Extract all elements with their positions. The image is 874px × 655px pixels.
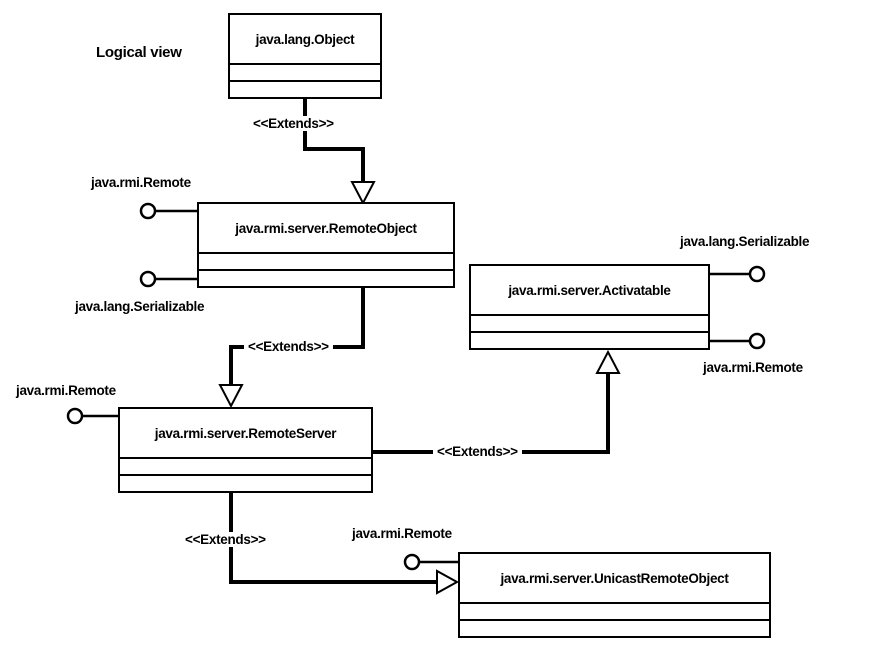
class-name-object: java.lang.Object	[255, 31, 355, 47]
interface-lollipop-remote-activatable-icon	[748, 332, 766, 350]
interface-label-remote: java.rmi.Remote	[352, 526, 452, 541]
extends-connector-remoteobject-to-remoteserver	[229, 286, 365, 386]
interface-lollipop-remote-remoteobject-icon	[139, 202, 157, 220]
class-operations-compartment	[230, 80, 380, 97]
extends-connector-remoteserver-to-unicast	[229, 491, 438, 584]
class-operations-compartment	[199, 269, 453, 286]
interface-label-remote: java.rmi.Remote	[703, 360, 803, 375]
interface-lollipop-serializable-remoteobject-icon	[139, 270, 157, 288]
extends-stereotype-label: <<Extends>>	[433, 444, 522, 459]
inheritance-arrowhead-unicast-icon	[436, 569, 460, 595]
class-attributes-compartment	[471, 314, 708, 331]
class-name-remote-server: java.rmi.server.RemoteServer	[154, 425, 337, 441]
extends-stereotype-label: <<Extends>>	[244, 339, 333, 354]
class-name-activatable: java.rmi.server.Activatable	[508, 282, 671, 298]
class-attributes-compartment	[230, 63, 380, 80]
class-operations-compartment	[471, 331, 708, 348]
interface-label-serializable: java.lang.Serializable	[75, 299, 205, 314]
class-name-unicast-remote-object: java.rmi.server.UnicastRemoteObject	[500, 570, 729, 586]
extends-stereotype-label: <<Extends>>	[181, 532, 270, 547]
inheritance-arrowhead-remoteserver-icon	[218, 384, 244, 409]
interface-lollipop-serializable-activatable-icon	[748, 265, 766, 283]
extends-connector-remoteserver-to-activatable	[373, 374, 610, 454]
class-box-activatable: java.rmi.server.Activatable	[469, 264, 710, 350]
class-attributes-compartment	[199, 252, 453, 269]
interface-label-remote: java.rmi.Remote	[91, 175, 191, 190]
class-box-remote-server: java.rmi.server.RemoteServer	[118, 407, 373, 493]
extends-stereotype-label: <<Extends>>	[249, 116, 338, 131]
interface-lollipop-remote-remoteserver-icon	[66, 407, 84, 425]
class-operations-compartment	[460, 619, 769, 636]
class-attributes-compartment	[460, 602, 769, 619]
extends-connector-object-to-remoteobject	[303, 95, 365, 183]
class-name-remote-object: java.rmi.server.RemoteObject	[235, 220, 417, 236]
interface-lollipop-remote-unicast-icon	[403, 553, 421, 571]
class-operations-compartment	[120, 474, 371, 491]
inheritance-arrowhead-remoteobject-icon	[350, 181, 376, 206]
class-box-remote-object: java.rmi.server.RemoteObject	[197, 202, 455, 288]
view-label: Logical view	[96, 44, 182, 61]
interface-label-serializable: java.lang.Serializable	[680, 234, 810, 249]
class-box-object: java.lang.Object	[228, 13, 382, 99]
class-attributes-compartment	[120, 457, 371, 474]
inheritance-arrowhead-activatable-icon	[595, 349, 621, 374]
interface-label-remote: java.rmi.Remote	[16, 383, 116, 398]
class-box-unicast-remote-object: java.rmi.server.UnicastRemoteObject	[458, 552, 771, 638]
